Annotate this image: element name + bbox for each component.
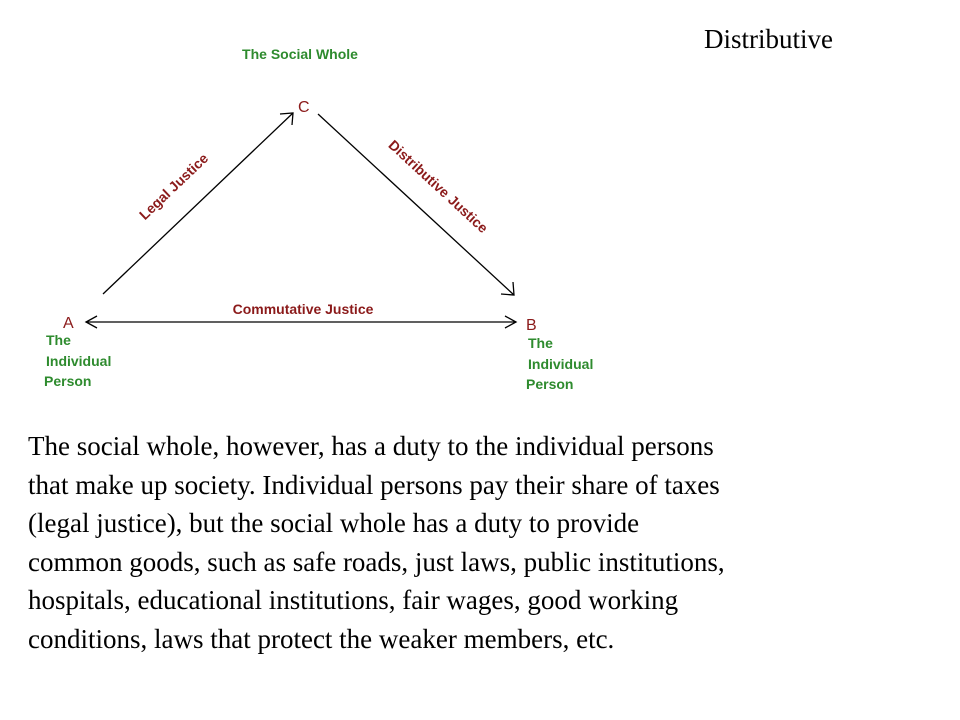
commutative-justice-arrowhead-left [84,315,98,329]
body-line: conditions, laws that protect the weaker… [28,623,615,654]
social-whole-label: The Social Whole [242,46,358,62]
slide-title: Distributive [704,24,833,54]
vertex-b-label: B [526,317,537,334]
person-b-line-2: Individual [528,356,593,372]
commutative-justice-arrowhead-right [504,315,518,329]
body-line: that make up society. Individual persons… [28,469,720,500]
person-b-line-1: The [528,335,553,351]
person-a-line-1: The [46,332,71,348]
body-line: common goods, such as safe roads, just l… [28,546,725,577]
vertex-a-label: A [63,315,74,332]
body-line: hospitals, educational institutions, fai… [28,585,679,615]
legal-justice-label: Legal Justice [136,150,211,223]
distributive-justice-edge [317,113,515,296]
distributive-justice-arrowhead [500,281,515,296]
body-line: The social whole, however, has a duty to… [28,431,714,461]
person-a-line-3: Person [44,373,91,389]
justice-triangle-diagram: The Social Whole C Legal Justice Distrib… [44,46,593,392]
legal-justice-edge [102,112,294,295]
commutative-justice-label: Commutative Justice [233,301,374,317]
body-line: (legal justice), but the social whole ha… [28,508,640,538]
body-paragraph: The social whole, however, has a duty to… [28,427,928,658]
legal-justice-arrowhead [279,112,294,126]
vertex-c-label: C [298,99,310,116]
person-b-line-3: Person [526,376,573,392]
distributive-justice-label: Distributive Justice [386,137,492,236]
person-a-line-2: Individual [46,353,111,369]
